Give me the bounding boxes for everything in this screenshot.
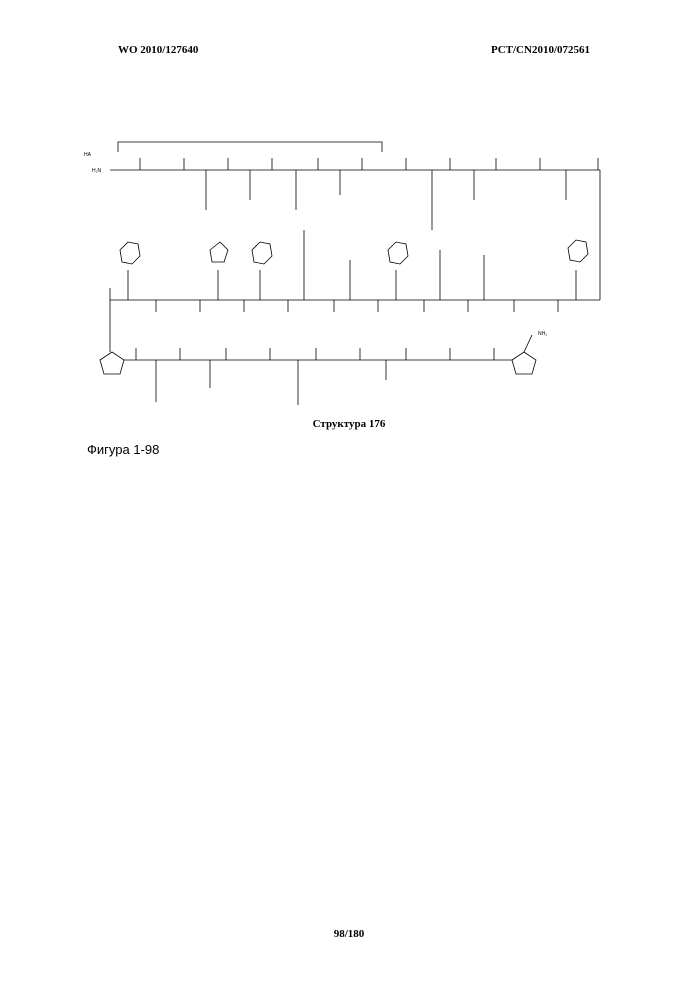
application-number: PCT/CN2010/072561 [491, 44, 590, 56]
page-number: 98/180 [0, 928, 698, 940]
publication-number: WO 2010/127640 [118, 44, 198, 56]
c-terminus-label: NH₂ [538, 331, 547, 337]
figure-label: Фигура 1-98 [87, 442, 159, 457]
n-terminus-label: H₂N [92, 168, 102, 174]
structure-caption: Структура 176 [0, 418, 698, 430]
chemical-structure-diagram: HA H₂N NH₂ [80, 130, 620, 420]
ha-label: HA [84, 152, 92, 158]
